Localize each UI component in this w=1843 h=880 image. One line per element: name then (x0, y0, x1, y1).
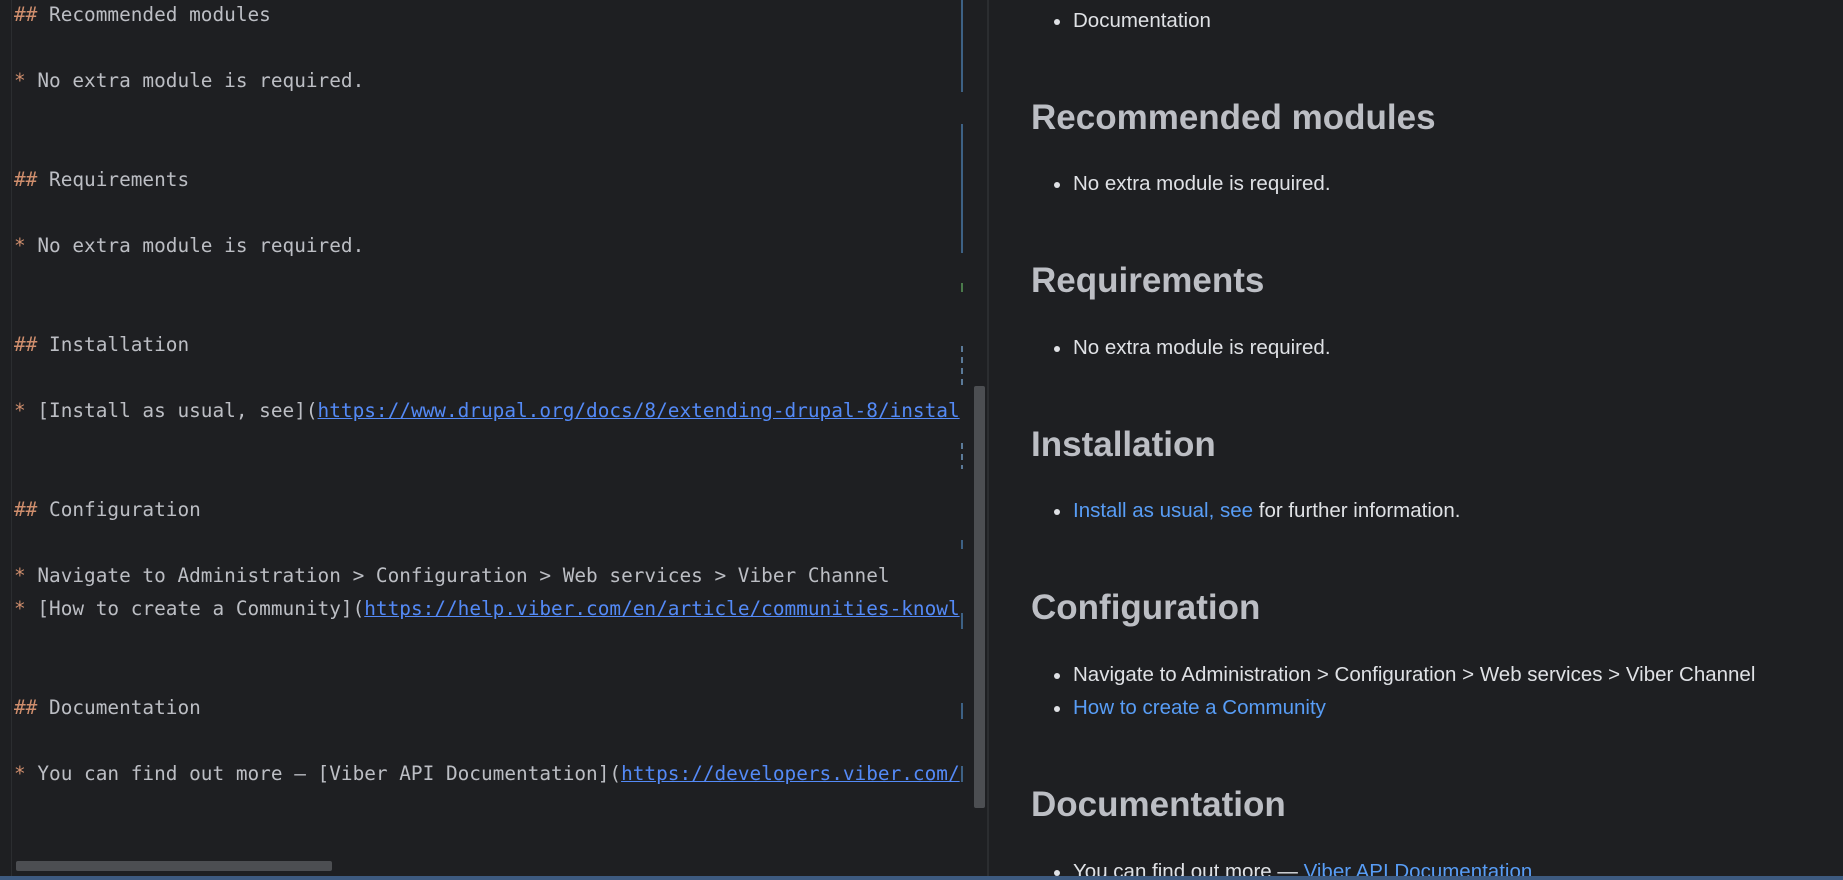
heading-marker: ## (14, 696, 38, 719)
code-url-link[interactable]: https://developers.viber.com/ (621, 762, 960, 785)
code-text: No extra module is required. (25, 234, 365, 257)
change-marker[interactable] (961, 540, 963, 549)
preview-heading: Documentation (1031, 785, 1286, 824)
code-text: You can find out more — [Viber API Docum… (25, 762, 622, 785)
bullet-marker: * (14, 399, 26, 422)
change-marker[interactable] (961, 443, 963, 469)
editor-vertical-scrollbar[interactable] (974, 386, 985, 808)
code-text: No extra module is required. (25, 69, 365, 92)
bullet-marker: * (14, 564, 26, 587)
change-marker[interactable] (961, 283, 963, 292)
change-marker[interactable] (961, 766, 963, 782)
code-line[interactable]: ## Recommended modules (14, 0, 271, 31)
code-line[interactable]: ## Configuration (14, 493, 201, 526)
code-text: [How to create a Community]( (25, 597, 365, 620)
split-divider[interactable] (987, 0, 989, 880)
list-item: No extra module is required. (1054, 172, 1331, 195)
code-text: Documentation (37, 696, 201, 719)
code-line[interactable]: * No extra module is required. (14, 64, 364, 97)
preview-heading: Requirements (1031, 261, 1265, 300)
code-text: Requirements (37, 168, 190, 191)
change-marker[interactable] (961, 346, 963, 388)
preview-heading: Installation (1031, 425, 1216, 464)
code-url-link[interactable]: https://help.viber.com/en/article/commun… (364, 597, 960, 620)
community-link[interactable]: How to create a Community (1073, 696, 1326, 719)
code-line[interactable]: * You can find out more — [Viber API Doc… (14, 757, 960, 790)
bullet-marker: * (14, 597, 26, 620)
list-item: Navigate to Administration > Configurati… (1053, 663, 1756, 686)
viber-api-docs-link[interactable]: Viber API Documentation (1303, 860, 1533, 880)
heading-marker: ## (14, 333, 38, 356)
list-item-text: You can find out more — (1073, 860, 1304, 880)
editor-horizontal-scrollbar[interactable] (16, 861, 332, 871)
install-link[interactable]: Install as usual, see (1073, 499, 1254, 522)
code-text: Recommended modules (37, 3, 271, 26)
markdown-preview: Documentation Recommended modules No ext… (989, 0, 1843, 880)
code-url-link[interactable]: https://www.drupal.org/docs/8/extending-… (317, 399, 960, 422)
preview-heading: Recommended modules (1031, 98, 1436, 137)
list-item-text: for further information. (1253, 499, 1461, 522)
code-text: Navigate to Administration > Configurati… (25, 564, 890, 587)
list-item: Install as usual, see for further inform… (1053, 498, 1461, 524)
code-line[interactable]: * Navigate to Administration > Configura… (14, 559, 890, 592)
bullet-marker: * (14, 762, 26, 785)
code-line[interactable]: * [How to create a Community](https://he… (14, 592, 960, 625)
markdown-editor[interactable]: ## Recommended modules * No extra module… (0, 0, 987, 880)
preview-heading: Configuration (1031, 588, 1261, 627)
heading-marker: ## (14, 168, 38, 191)
code-line[interactable]: * No extra module is required. (14, 229, 364, 262)
bullet-marker: * (14, 69, 26, 92)
window-bottom-border (0, 876, 1843, 880)
heading-marker: ## (14, 3, 38, 26)
bullet-marker: * (14, 234, 26, 257)
list-item: How to create a Community (1054, 695, 1326, 721)
code-text: [Install as usual, see]( (25, 399, 318, 422)
gutter-divider (11, 0, 12, 880)
list-item: Documentation (1054, 9, 1211, 32)
change-marker[interactable] (961, 124, 963, 253)
change-marker[interactable] (961, 703, 963, 719)
code-text: Installation (37, 333, 190, 356)
code-line[interactable]: ## Installation (14, 328, 189, 361)
change-marker[interactable] (961, 0, 963, 92)
code-line[interactable]: ## Documentation (14, 691, 201, 724)
code-text: Configuration (37, 498, 201, 521)
code-line[interactable]: ## Requirements (14, 163, 189, 196)
list-item: No extra module is required. (1054, 336, 1331, 359)
heading-marker: ## (14, 498, 38, 521)
change-marker[interactable] (961, 613, 963, 629)
code-line[interactable]: * [Install as usual, see](https://www.dr… (14, 394, 960, 427)
list-item: You can find out more — Viber API Docume… (1053, 859, 1533, 880)
